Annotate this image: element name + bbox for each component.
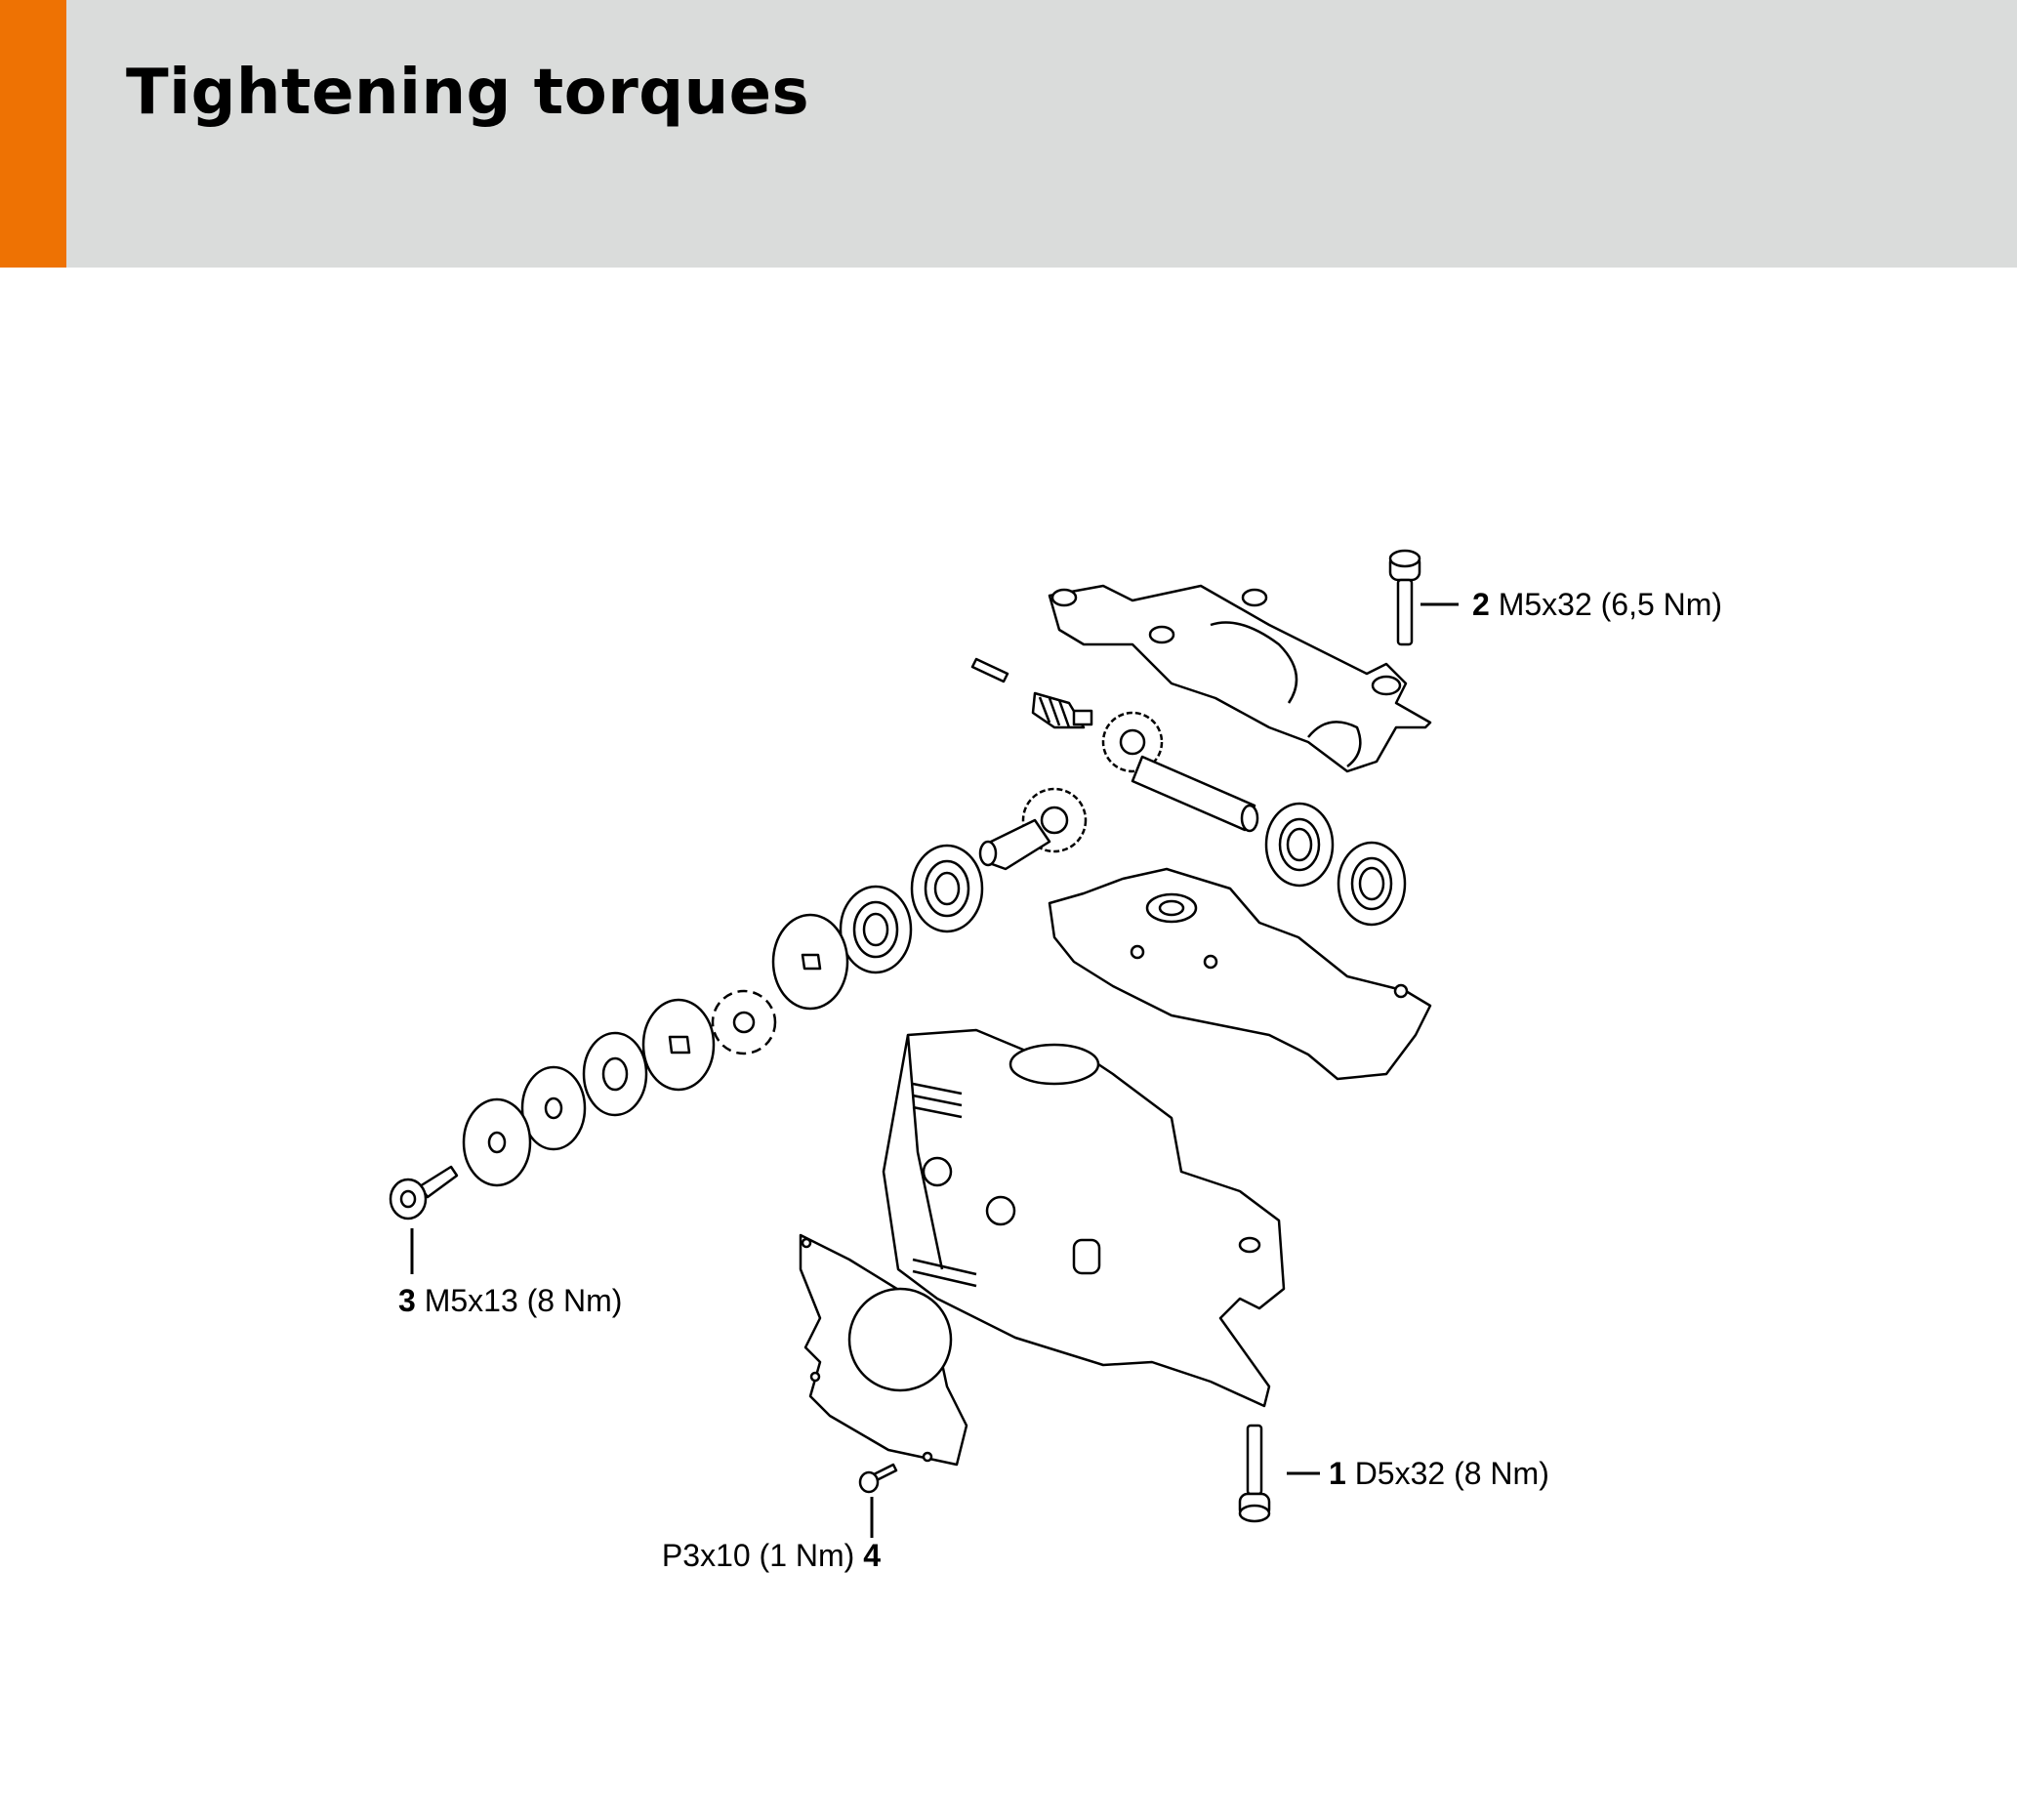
upper-bearings [1264, 802, 1407, 927]
callout-4: P3x10 (1 Nm) 4 [662, 1538, 881, 1574]
callout-3-number: 3 [398, 1283, 416, 1318]
drive-gear-shaft [978, 787, 1088, 871]
screw-3 [389, 1165, 459, 1220]
callout-1: 1 D5x32 (8 Nm) [1329, 1456, 1549, 1492]
screw-2 [1388, 549, 1421, 646]
header-banner: Tightening torques [0, 0, 2017, 268]
gear-cover [1048, 867, 1432, 1081]
pin [970, 657, 1009, 683]
screw-4 [858, 1463, 898, 1494]
lower-bearings [839, 844, 984, 974]
worm-gear [1031, 691, 1093, 729]
callout-3-spec: M5x13 (8 Nm) [424, 1283, 623, 1318]
callout-4-number: 4 [863, 1538, 881, 1573]
leader-lines [410, 602, 1459, 1538]
washers-and-sprocket [462, 913, 849, 1187]
upper-gear-housing [1048, 584, 1432, 773]
main-housing [882, 1028, 1286, 1408]
callout-4-spec: P3x10 (1 Nm) [661, 1538, 855, 1573]
callout-1-number: 1 [1329, 1456, 1346, 1491]
callout-2: 2 M5x32 (6,5 Nm) [1472, 587, 1722, 623]
accent-bar [0, 0, 66, 268]
gasket-plate [799, 1233, 968, 1467]
page-title: Tightening torques [126, 57, 810, 129]
callout-3: 3 M5x13 (8 Nm) [398, 1283, 622, 1319]
callout-1-spec: D5x32 (8 Nm) [1354, 1456, 1549, 1491]
screw-1 [1238, 1424, 1271, 1523]
output-gear-shaft [1101, 711, 1259, 833]
callout-2-number: 2 [1472, 587, 1490, 622]
callout-2-spec: M5x32 (6,5 Nm) [1498, 587, 1723, 622]
